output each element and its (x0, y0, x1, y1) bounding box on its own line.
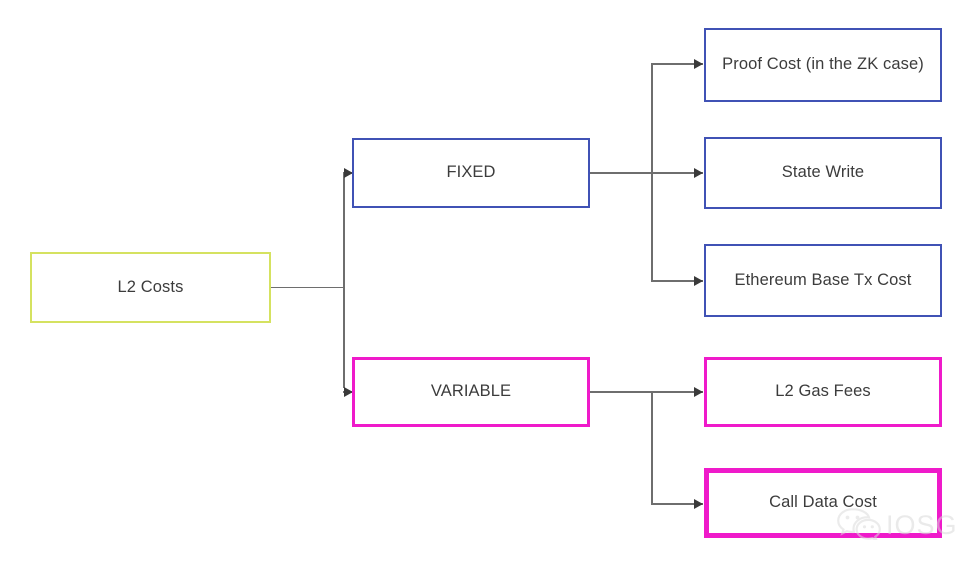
arrow-fixed-to-proof-cost (694, 59, 703, 69)
edge-variable-to-call-data-cost (651, 503, 703, 505)
node-state-write-label: State Write (781, 163, 865, 182)
node-l2-gas-fees-label: L2 Gas Fees (775, 382, 871, 401)
node-variable[interactable]: VARIABLE (352, 357, 590, 427)
node-proof-cost-label: Proof Cost (in the ZK case) (722, 55, 924, 74)
node-fixed[interactable]: FIXED (352, 138, 590, 208)
node-proof-cost[interactable]: Proof Cost (in the ZK case) (704, 28, 942, 102)
node-ethereum-base-tx-cost-label: Ethereum Base Tx Cost (734, 270, 912, 289)
node-variable-label: VARIABLE (430, 382, 512, 401)
edge-variable-stem (590, 391, 703, 393)
arrow-fixed-to-eth-base-tx (694, 276, 703, 286)
arrow-variable-to-l2-gas-fees (694, 387, 703, 397)
arrow-variable-to-call-data-cost (694, 499, 703, 509)
node-l2-costs-label: L2 Costs (117, 277, 184, 296)
node-ethereum-base-tx-cost[interactable]: Ethereum Base Tx Cost (704, 244, 942, 317)
edge-fixed-stem (590, 172, 703, 174)
node-l2-gas-fees[interactable]: L2 Gas Fees (704, 357, 942, 427)
edge-fixed-to-proof-cost (651, 63, 703, 65)
edge-root-stem (271, 286, 344, 289)
edge-fixed-to-eth-base-tx (651, 280, 703, 282)
node-call-data-cost[interactable]: Call Data Cost (704, 468, 942, 538)
arrow-root-to-variable (344, 387, 353, 397)
edge-root-vertical (343, 172, 345, 388)
node-fixed-label: FIXED (446, 163, 496, 182)
node-l2-costs[interactable]: L2 Costs (30, 252, 271, 323)
node-state-write[interactable]: State Write (704, 137, 942, 209)
arrow-fixed-to-state-write (694, 168, 703, 178)
edge-variable-vertical (651, 391, 653, 504)
node-call-data-cost-label: Call Data Cost (769, 493, 877, 512)
edge-fixed-vertical (651, 63, 653, 281)
arrow-root-to-fixed (344, 168, 353, 178)
